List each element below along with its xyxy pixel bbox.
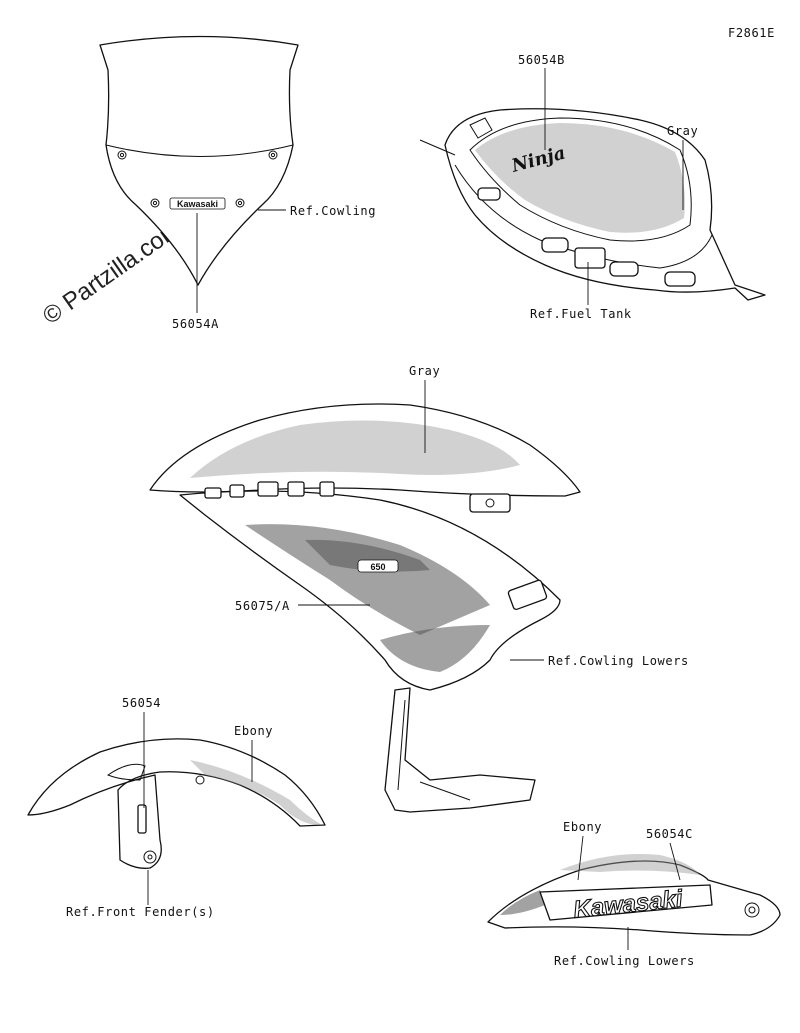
leader-ebony-lower	[577, 835, 584, 881]
label-ref-cowling: Ref.Cowling	[290, 204, 376, 218]
windshield-illustration	[99, 35, 299, 286]
label-ref-front-fender: Ref.Front Fender(s)	[66, 905, 215, 919]
fuel-tank-illustration	[419, 108, 766, 301]
label-gray-tank: Gray	[667, 124, 698, 138]
label-56075a: 56075/A	[235, 599, 290, 613]
label-ref-cowling-lowers-upper: Ref.Cowling Lowers	[548, 654, 689, 668]
side-cowling-illustration	[149, 403, 581, 813]
diagram-code: F2861E	[728, 26, 775, 40]
label-56054a: 56054A	[172, 317, 219, 331]
side-cowling-decal-text: 650	[370, 562, 385, 572]
label-56054c: 56054C	[646, 827, 693, 841]
label-ref-cowling-lowers-lower: Ref.Cowling Lowers	[554, 954, 695, 968]
label-ref-fuel-tank: Ref.Fuel Tank	[530, 307, 632, 321]
front-fender-illustration	[27, 738, 326, 869]
cowling-lower-illustration	[487, 854, 781, 936]
label-gray-cowling: Gray	[409, 364, 440, 378]
windshield-decal-text: Kawasaki	[177, 199, 218, 209]
label-56054b: 56054B	[518, 53, 565, 67]
label-56054: 56054	[122, 696, 161, 710]
label-ebony-fender: Ebony	[234, 724, 273, 738]
leader-56054c	[669, 842, 681, 881]
label-ebony-lower: Ebony	[563, 820, 602, 834]
